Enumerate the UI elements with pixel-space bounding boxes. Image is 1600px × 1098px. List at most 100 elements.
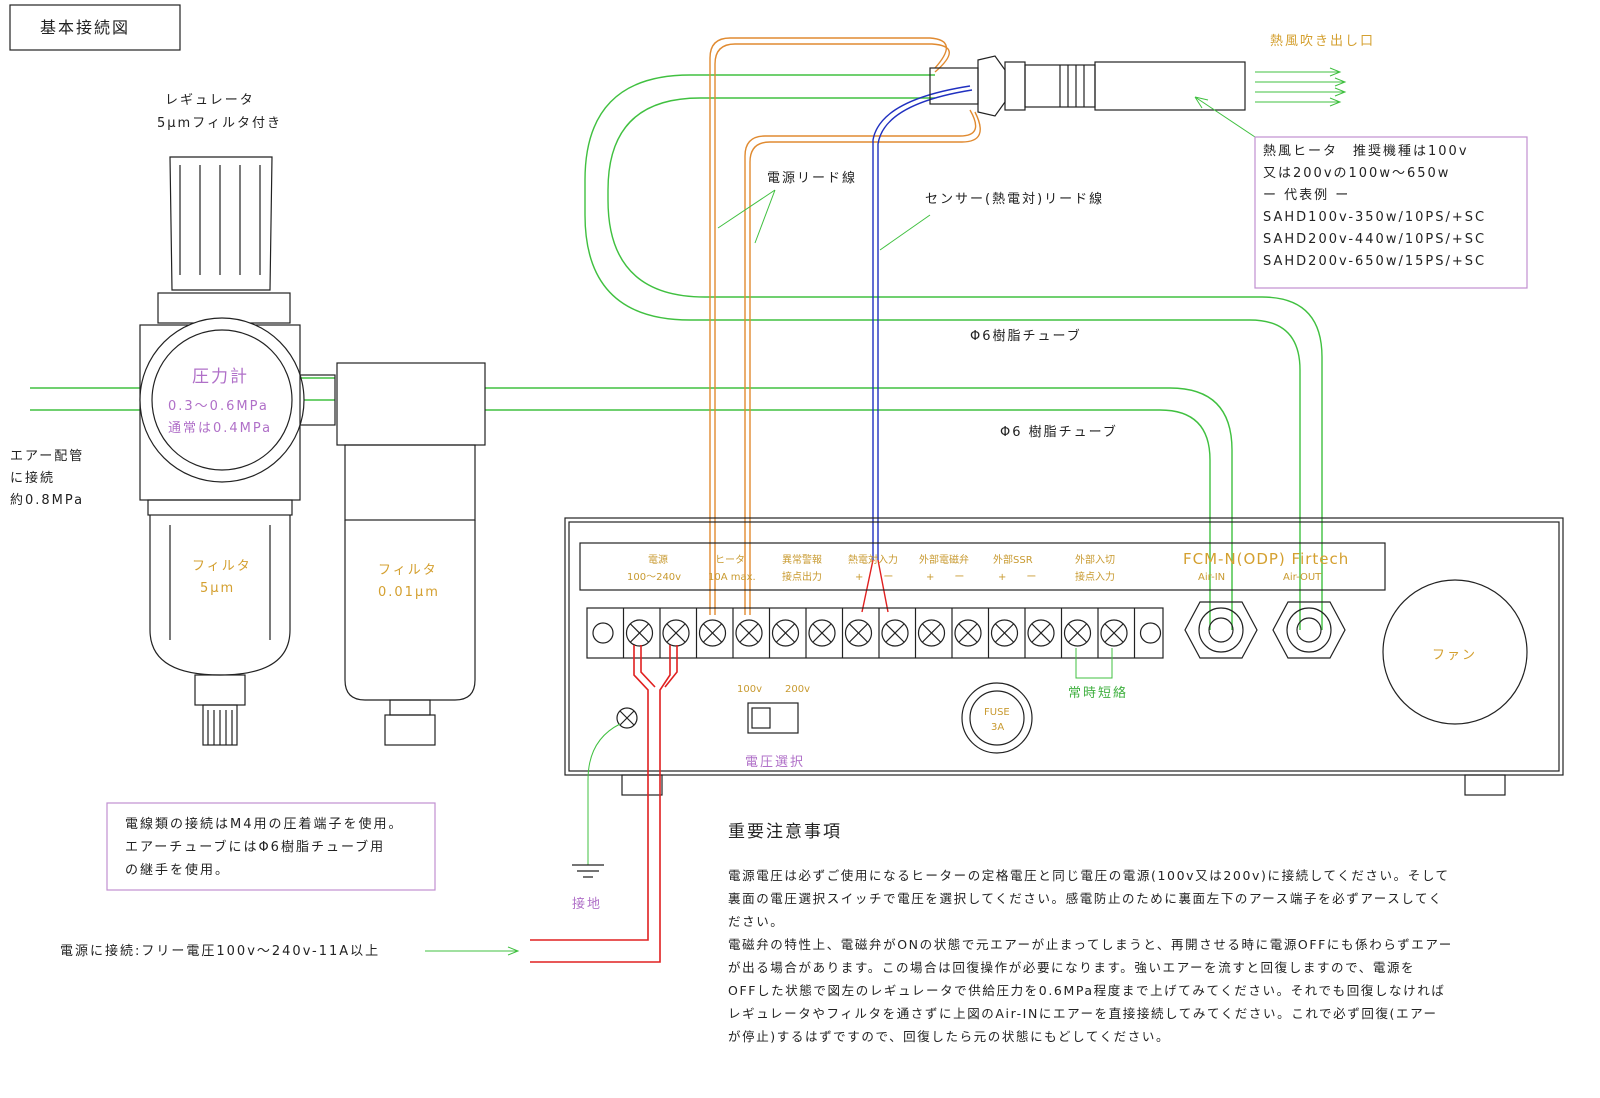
power-cable xyxy=(530,645,678,963)
terminal-screw xyxy=(698,619,727,647)
svg-text:外部入切: 外部入切 xyxy=(1075,553,1115,566)
terminal-screw xyxy=(1027,619,1055,647)
air-inlet-pressure: 約0.8MPa xyxy=(10,493,84,508)
filter-label: フィルタ xyxy=(378,563,438,578)
terminal-screw xyxy=(1100,619,1128,647)
important-text: 電源電圧は必ずご使用になるヒーターの定格電圧と同じ電圧の電源(100v又は200… xyxy=(728,868,1453,1044)
air-inlet-label: エアー配管 xyxy=(10,449,84,464)
voltage-select-label: 電圧選択 xyxy=(745,755,805,770)
title-box xyxy=(9,4,181,51)
regulator-filter-size: 5μm xyxy=(200,581,235,596)
air-inlet-label-2: に接続 xyxy=(10,470,55,486)
svg-text:+ ー: + ー xyxy=(998,572,1036,583)
terminal-screw xyxy=(1063,619,1092,647)
gauge-normal: 通常は0.4MPa xyxy=(168,421,272,436)
notes-text: 電線類の接続はM4用の圧着端子を使用。 エアーチューブにはΦ6樹脂チューブ用 の… xyxy=(125,816,402,878)
svg-text:電源電圧は必ずご使用になるヒーターの定格電圧と同じ電圧の電源: 電源電圧は必ずご使用になるヒーターの定格電圧と同じ電圧の電源(100v又は200… xyxy=(728,868,1450,883)
air-tubes xyxy=(30,74,1323,630)
terminal-x-mark xyxy=(739,623,759,643)
notes-box xyxy=(106,802,436,891)
svg-text:100〜240v: 100〜240v xyxy=(627,572,681,583)
svg-text:外部SSR: 外部SSR xyxy=(993,553,1033,566)
terminal-x-mark xyxy=(812,623,832,643)
power-lead-label: 電源リード線 xyxy=(767,170,857,186)
svg-text:Air-IN: Air-IN xyxy=(1198,572,1225,583)
terminal-x-mark xyxy=(1068,623,1087,643)
filter-size: 0.01μm xyxy=(378,585,440,600)
terminal-screw xyxy=(771,619,800,647)
tube-label-1: Φ6樹脂チューブ xyxy=(970,328,1082,344)
terminal-x-mark xyxy=(1031,623,1051,643)
ground-icon xyxy=(572,864,604,878)
voltage-switch[interactable] xyxy=(747,702,799,734)
terminal-x-mark xyxy=(849,623,868,643)
terminal-screw xyxy=(881,619,909,647)
svg-text:ー 代表例 ー: ー 代表例 ー xyxy=(1263,188,1350,203)
svg-text:エアーチューブにはΦ6樹脂チューブ用: エアーチューブにはΦ6樹脂チューブ用 xyxy=(125,839,385,855)
svg-text:Air-OUT: Air-OUT xyxy=(1283,572,1322,583)
svg-text:OFFした状態で図左のレギュレータで供給圧力を0.6MPa程: OFFした状態で図左のレギュレータで供給圧力を0.6MPa程度まで上げてみてくだ… xyxy=(728,983,1445,998)
terminal-x-mark xyxy=(666,623,686,643)
terminal-screw xyxy=(808,619,836,647)
svg-text:外部電磁弁: 外部電磁弁 xyxy=(919,553,969,566)
terminal-x-mark xyxy=(1104,623,1124,643)
terminal-screw xyxy=(990,619,1019,647)
switch-100v-label: 100v xyxy=(737,684,762,695)
fan-label: ファン xyxy=(1432,648,1477,663)
svg-text:ヒータ: ヒータ xyxy=(715,554,745,566)
svg-text:+ ー: + ー xyxy=(926,572,964,583)
important-heading: 重要注意事項 xyxy=(728,822,842,842)
regulator-filter-label: フィルタ xyxy=(192,559,252,574)
terminal-block xyxy=(586,607,1164,659)
svg-text:が出る場合があります。この場合は回復操作が必要になります。強: が出る場合があります。この場合は回復操作が必要になります。強いエアーを流すと回復… xyxy=(728,960,1415,975)
terminal-x-mark xyxy=(958,623,978,643)
terminal-screw xyxy=(917,619,946,647)
svg-text:+ ー: + ー xyxy=(855,572,893,583)
fuse-label: FUSE xyxy=(984,707,1010,718)
terminal-screw xyxy=(954,619,982,647)
svg-text:電磁弁の特性上、電磁弁がONの状態で元エアーが止まってしまう: 電磁弁の特性上、電磁弁がONの状態で元エアーが止まってしまうと、再開させる時に電… xyxy=(728,937,1453,952)
tube-label-2: Φ6 樹脂チューブ xyxy=(1000,424,1118,440)
svg-text:が停止)するはずですので、回復したら元の状態にもどしてくださ: が停止)するはずですので、回復したら元の状態にもどしてください。 xyxy=(728,1029,1170,1044)
terminal-x-mark xyxy=(703,623,722,643)
terminals xyxy=(592,608,1162,658)
svg-text:SAHD200v-440w/10PS/+SC: SAHD200v-440w/10PS/+SC xyxy=(1263,232,1486,247)
regulator-sublabel: 5μmフィルタ付き xyxy=(157,116,282,131)
brand-label: FCM-N(ODP) Firtech xyxy=(1183,550,1349,568)
ground-terminal xyxy=(616,707,638,729)
sensor-lead-label: センサー(熱電対)リード線 xyxy=(925,191,1104,207)
svg-text:裏面の電圧選択スイッチで電圧を選択してください。感電防止のた: 裏面の電圧選択スイッチで電圧を選択してください。感電防止のために裏面左下のアース… xyxy=(728,891,1443,906)
heater-info-text: 熱風ヒータ 推奨機種は100v 又は200vの100w〜650w ー 代表例 ー… xyxy=(1263,143,1486,269)
terminal-screw xyxy=(1139,622,1162,644)
shorted-label: 常時短絡 xyxy=(1068,685,1128,701)
gauge-title: 圧力計 xyxy=(192,367,249,387)
switch-200v-label: 200v xyxy=(785,684,810,695)
svg-text:異常警報: 異常警報 xyxy=(782,553,822,566)
controller xyxy=(564,517,1564,796)
terminal-x-mark xyxy=(630,623,649,643)
svg-text:ださい。: ださい。 xyxy=(728,914,784,929)
short-jumper xyxy=(1075,648,1113,679)
svg-text:接点入力: 接点入力 xyxy=(1075,570,1115,583)
svg-text:レギュレータやフィルタを通さずに上図のAir-INにエアーを: レギュレータやフィルタを通さずに上図のAir-INにエアーを直接接続してみてくだ… xyxy=(728,1006,1438,1021)
svg-text:熱風ヒータ 推奨機種は100v: 熱風ヒータ 推奨機種は100v xyxy=(1263,143,1469,159)
terminal-labels: 電源 100〜240v ヒータ 10A max. 異常警報 接点出力 熱電対入力… xyxy=(627,553,1322,583)
fan xyxy=(1382,579,1528,725)
terminal-screw xyxy=(662,619,690,647)
gauge-range: 0.3〜0.6MPa xyxy=(168,399,269,414)
terminal-screw xyxy=(625,619,654,647)
svg-text:の継手を使用。: の継手を使用。 xyxy=(125,862,230,878)
heater-power-wires xyxy=(709,37,981,615)
svg-text:SAHD100v-350w/10PS/+SC: SAHD100v-350w/10PS/+SC xyxy=(1263,210,1486,225)
svg-text:接点出力: 接点出力 xyxy=(782,570,822,583)
ground-label: 接地 xyxy=(572,896,602,912)
hot-air-arrows xyxy=(1194,67,1347,138)
outlet-label: 熱風吹き出し口 xyxy=(1270,34,1375,49)
sensor-wire xyxy=(872,85,973,560)
svg-text:電源: 電源 xyxy=(648,553,668,566)
air-fittings xyxy=(1184,601,1346,659)
diagram-title: 基本接続図 xyxy=(40,18,130,37)
terminal-x-mark xyxy=(995,623,1014,643)
fuse-holder xyxy=(961,682,1033,754)
